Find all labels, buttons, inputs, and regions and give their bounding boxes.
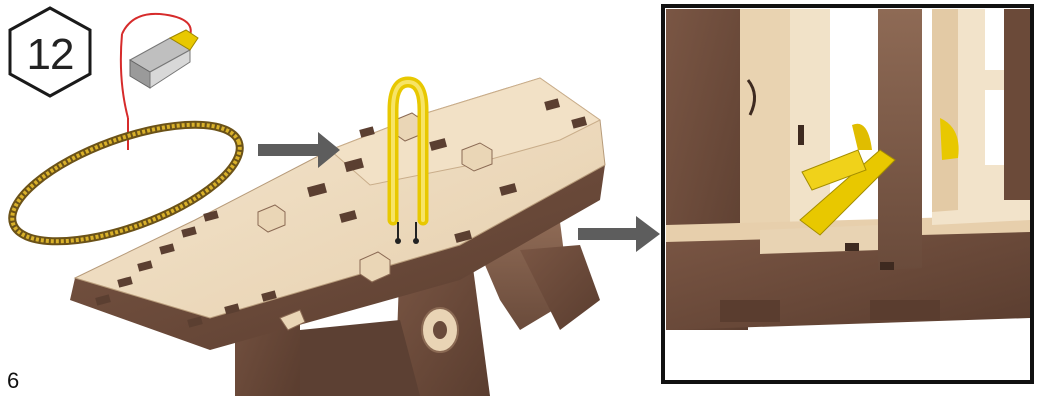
step-number: 12 [18,30,82,80]
detail-view-panel [663,6,1032,382]
wooden-model-main [70,78,605,396]
page-number: 6 [7,368,19,394]
arrow-detail-icon [578,216,660,252]
